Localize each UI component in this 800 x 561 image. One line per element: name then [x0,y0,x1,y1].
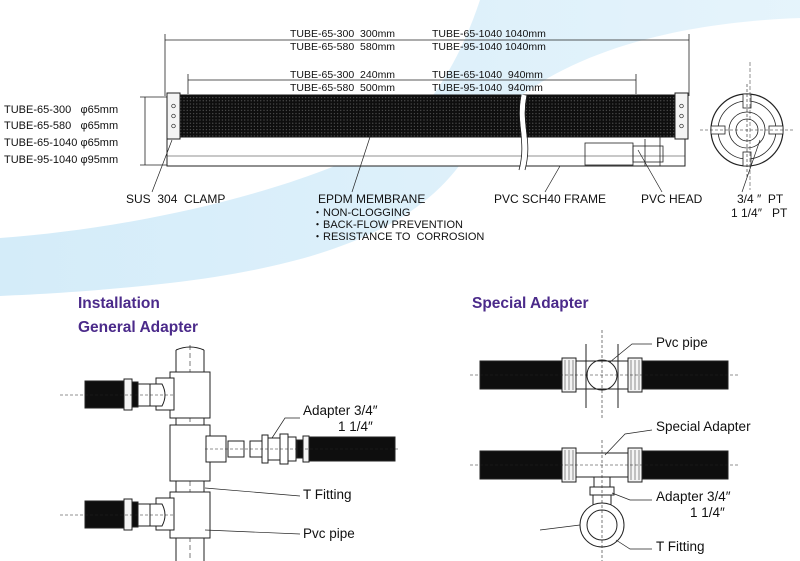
length-value: 1040mm [504,28,546,40]
overall-length-2: TUBE-65-580 580mm [290,41,395,54]
feature-3: ・RESISTANCE TO CORROSION [312,231,485,243]
diameter-value: φ95mm [80,154,119,166]
model-label: TUBE-95-1040 [4,154,78,166]
model-label: TUBE-65-1040 [4,137,78,149]
special-adapter-size-label-2: 1 1/4″ [690,505,725,520]
model-label: TUBE-65-300 [290,28,355,40]
tube-dimension-lines [140,34,690,166]
general-adapter-drawing [60,345,400,561]
t-fitting-label: T Fitting [303,487,352,502]
model-label: TUBE-65-580 [4,120,72,132]
length-value: 240mm [360,69,396,81]
tube-end-view [700,62,794,193]
installation-title: Installation [78,295,160,312]
part-leader-lines [151,136,663,193]
model-label: TUBE-65-300 [290,69,355,81]
adapter-label-size: 1 1/4″ [338,419,373,434]
special-adapter-label: Special Adapter [656,419,751,434]
feature-1: ・NON-CLOGGING [312,207,411,219]
thread-label-2: 1 1/4″ PT [731,206,788,220]
diameter-2: TUBE-65-580 φ65mm [4,120,118,133]
model-label: TUBE-65-1040 [432,28,503,40]
special-adapter-title: Special Adapter [472,295,589,312]
overall-length-4: TUBE-95-1040 1040mm [432,41,546,54]
model-label: TUBE-95-1040 [432,82,503,94]
special-adapter-size-label: Adapter 3/4″ [656,489,731,504]
special-adapter-drawing [470,330,740,561]
thread-label-1: 3/4 ″ PT [737,192,784,206]
membrane-length-2: TUBE-65-580 500mm [290,82,395,95]
special-pvc-pipe-label: Pvc pipe [656,335,708,350]
diameter-3: TUBE-65-1040 φ65mm [4,137,118,150]
model-label: TUBE-65-580 [290,82,355,94]
pvc-pipe-label: Pvc pipe [303,526,355,541]
general-adapter-leaders [204,417,301,535]
membrane-length-3: TUBE-65-1040 940mm [432,69,543,82]
clamp-label: SUS 304 CLAMP [126,192,226,206]
diameter-value: φ65mm [80,120,119,132]
diameter-value: φ65mm [80,104,119,116]
special-t-fitting-label: T Fitting [656,539,705,554]
special-adapter-leaders [539,343,653,550]
feature-2: ・BACK-FLOW PREVENTION [312,219,463,231]
diameter-4: TUBE-95-1040 φ95mm [4,154,118,167]
model-label: TUBE-95-1040 [432,41,503,53]
adapter-label: Adapter 3/4″ [303,403,378,418]
diffuser-tube-side-view [166,92,689,171]
frame-label: PVC SCH40 FRAME [494,192,607,206]
length-value: 1040mm [504,41,546,53]
length-value: 300mm [360,28,396,40]
overall-length-1: TUBE-65-300 300mm [290,28,395,41]
epdm-membrane [178,94,676,138]
length-value: 580mm [360,41,396,53]
length-value: 500mm [360,82,396,94]
membrane-length-1: TUBE-65-300 240mm [290,69,395,82]
length-value: 940mm [507,69,543,81]
length-value: 940mm [507,82,543,94]
right-clamp [674,92,689,140]
general-adapter-title: General Adapter [78,319,199,336]
overall-length-3: TUBE-65-1040 1040mm [432,28,546,41]
model-label: TUBE-65-1040 [432,69,503,81]
head-label: PVC HEAD [641,192,703,206]
membrane-label: EPDM MEMBRANE [318,192,426,206]
membrane-length-4: TUBE-95-1040 940mm [432,82,543,95]
diameter-value: φ65mm [80,137,119,149]
left-clamp [166,92,181,140]
diameter-1: TUBE-65-300 φ65mm [4,104,118,117]
model-label: TUBE-65-580 [290,41,355,53]
model-label: TUBE-65-300 [4,104,72,116]
